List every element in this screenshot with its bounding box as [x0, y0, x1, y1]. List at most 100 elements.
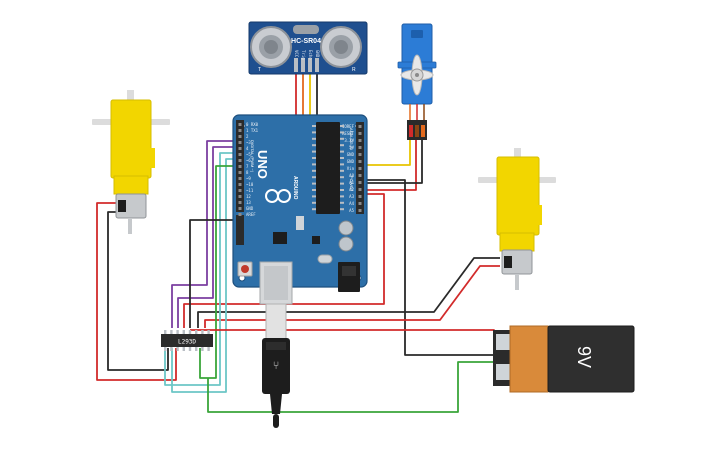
power-pin-4[interactable]	[358, 153, 362, 156]
digital-pin-label-1: 1 TX1	[246, 128, 259, 133]
ultrasonic-pin-label-2: Echo	[308, 50, 313, 60]
power-pin-label-1: RESET	[342, 131, 355, 136]
power-pin-10[interactable]	[358, 195, 362, 198]
ultrasonic-label: HC-SR04	[291, 38, 321, 45]
wire-right-motor-black	[197, 257, 500, 328]
ultrasonic-pin-label-3: GND	[315, 50, 320, 58]
digital-pin-5[interactable]	[238, 153, 242, 156]
wire-battery-positive	[207, 361, 500, 413]
wires	[96, 72, 500, 413]
digital-pin-8[interactable]	[238, 171, 242, 174]
digital-pin-label-12: 12	[246, 194, 251, 199]
wire-servo-vcc	[365, 140, 417, 191]
ultrasonic-pin-label-1: Trig	[301, 50, 306, 60]
digital-pin-label-15: AREF	[246, 212, 256, 217]
power-pin-label-7: A0	[349, 173, 354, 178]
wire-5v-driver	[183, 193, 385, 328]
wire-right-motor-red	[204, 265, 500, 328]
digital-pin-label-11: ~11	[246, 188, 254, 193]
digital-pin-label-7: 7	[246, 164, 249, 169]
wire-left-motor-black	[107, 211, 169, 371]
battery-label: 9V	[574, 346, 594, 368]
power-label: POWER	[349, 176, 354, 191]
wire-gnd-battery	[365, 179, 500, 356]
driver-label: L293D	[178, 339, 196, 346]
digital-pin-label-6: ~6	[246, 158, 251, 163]
ultrasonic-pin-1[interactable]	[301, 58, 305, 72]
digital-pin-label-5: ~5	[246, 152, 251, 157]
power-pin-8[interactable]	[358, 181, 362, 184]
digital-pin-label-4: 4	[246, 146, 249, 151]
digital-pin-14[interactable]	[238, 207, 242, 210]
power-pin-label-6: Vin	[347, 166, 355, 171]
power-pin-0[interactable]	[358, 125, 362, 128]
usb-cable: ⑂	[262, 303, 290, 428]
l293d-driver[interactable]: L293D	[161, 330, 213, 351]
9v-battery[interactable]: 9V	[493, 325, 635, 393]
digital-pin-label-10: ~10	[246, 182, 254, 187]
analog-label: ANALOG IN	[349, 128, 354, 150]
digital-label: DIGITAL (PWM ~)	[250, 140, 255, 173]
digital-pin-4[interactable]	[238, 147, 242, 150]
power-pin-3[interactable]	[358, 146, 362, 149]
digital-pin-label-9: ~9	[246, 176, 251, 181]
power-pin-label-12: A5	[349, 208, 354, 213]
wire-servo-gnd	[365, 140, 423, 184]
arduino-logo-text: ARDUINO	[292, 176, 298, 199]
power-pin-5[interactable]	[358, 160, 362, 163]
atmega-chip	[316, 122, 340, 214]
power-pin-label-11: A4	[349, 201, 354, 206]
digital-pin-3[interactable]	[238, 141, 242, 144]
digital-pin-7[interactable]	[238, 165, 242, 168]
digital-pin-label-2: 2	[246, 134, 249, 139]
servo-motor[interactable]	[397, 23, 437, 140]
power-pin-6[interactable]	[358, 167, 362, 170]
ultrasonic-pin-0[interactable]	[294, 58, 298, 72]
power-pin-1[interactable]	[358, 132, 362, 135]
digital-pin-label-8: 8	[246, 170, 249, 175]
power-pin-2[interactable]	[358, 139, 362, 142]
power-pin-12[interactable]	[358, 209, 362, 212]
digital-pin-label-0: 0 RX0	[246, 122, 259, 127]
usb-icon: ⑂	[273, 359, 280, 372]
arduino-brand: UNO	[255, 150, 270, 179]
digital-pin-label-3: ~3	[246, 140, 251, 145]
ultrasonic-r-mark: R	[352, 67, 356, 73]
digital-pin-2[interactable]	[238, 135, 242, 138]
ultrasonic-t-mark: T	[258, 67, 261, 73]
ultrasonic-pin-3[interactable]	[315, 58, 319, 72]
power-pin-label-4: GND	[347, 152, 355, 157]
digital-pin-label-13: 13	[246, 200, 251, 205]
power-pin-label-5: GND	[347, 159, 355, 164]
power-pin-label-2: 3.3V	[344, 138, 354, 143]
wire-d-purple-1	[171, 140, 238, 328]
power-pin-label-10: A3	[349, 194, 354, 199]
digital-pin-9[interactable]	[238, 177, 242, 180]
ultrasonic-pin-2[interactable]	[308, 58, 312, 72]
power-pin-11[interactable]	[358, 202, 362, 205]
digital-pin-12[interactable]	[238, 195, 242, 198]
left-gear-motor[interactable]	[92, 90, 170, 234]
power-pin-9[interactable]	[358, 188, 362, 191]
digital-pin-1[interactable]	[238, 129, 242, 132]
digital-pin-11[interactable]	[238, 189, 242, 192]
digital-pin-15[interactable]	[238, 213, 242, 216]
right-gear-motor[interactable]	[478, 148, 556, 290]
ultrasonic-pin-label-0: VCC	[294, 50, 299, 58]
wire-left-motor-red	[96, 202, 177, 381]
power-pin-label-0: IOREF	[342, 124, 355, 129]
wire-gnd-driver	[189, 219, 238, 328]
power-pin-7[interactable]	[358, 174, 362, 177]
wire-d-cyan-2	[171, 158, 238, 393]
digital-pin-10[interactable]	[238, 183, 242, 186]
digital-pin-6[interactable]	[238, 159, 242, 162]
power-pin-label-9: A2	[349, 187, 354, 192]
digital-pin-0[interactable]	[238, 123, 242, 126]
digital-pin-13[interactable]	[238, 201, 242, 204]
wire-d-cyan-1	[164, 152, 238, 386]
wire-battery-driver	[190, 329, 500, 344]
power-pin-label-3: 5V	[349, 145, 354, 150]
